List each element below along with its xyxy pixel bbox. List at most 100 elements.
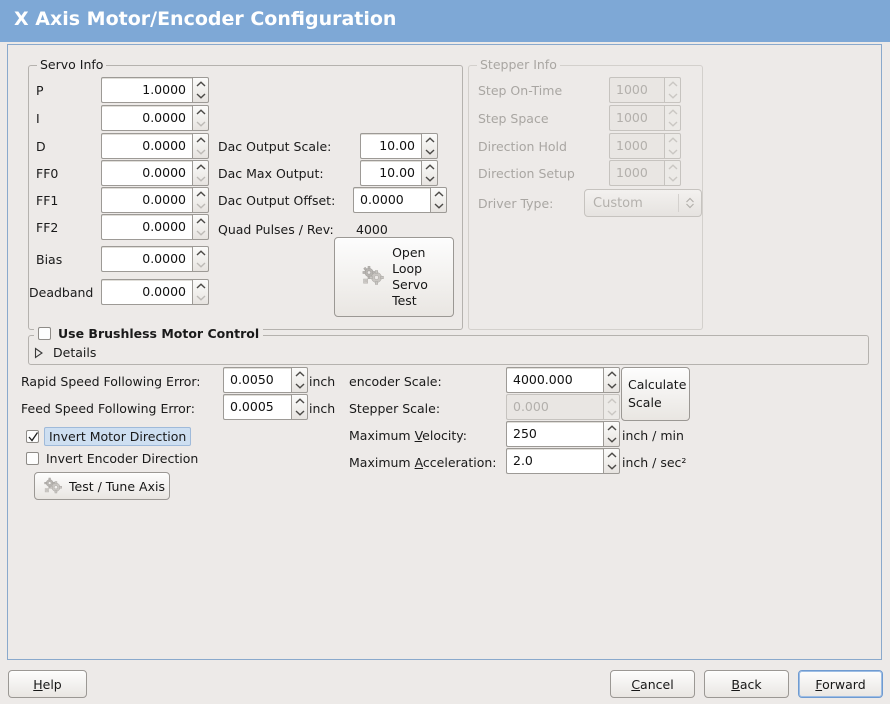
spin-down-icon[interactable] xyxy=(604,461,619,473)
checkbox-box[interactable] xyxy=(26,452,39,465)
servo-input-bias-spinner[interactable] xyxy=(192,246,209,272)
spin-up-icon[interactable] xyxy=(292,368,307,380)
spin-up-icon[interactable] xyxy=(292,395,307,407)
servo-input-bias-value[interactable]: 0.0000 xyxy=(101,246,192,272)
spin-up-icon[interactable] xyxy=(431,188,446,200)
help-button[interactable]: Help xyxy=(8,670,87,698)
encoder-scale-label: encoder Scale: xyxy=(349,374,442,389)
rapid-error-spinner[interactable] xyxy=(291,367,308,393)
stepper-info-frame-label: Stepper Info xyxy=(477,57,560,72)
test-tune-axis-button[interactable]: Test / Tune Axis xyxy=(34,472,170,500)
test-tune-axis-label: Test / Tune Axis xyxy=(69,478,165,494)
spin-down-icon[interactable] xyxy=(292,380,307,392)
spin-up-icon[interactable] xyxy=(193,188,208,200)
servo-input-d-spinner[interactable] xyxy=(192,133,209,159)
maximum-acceleration-spinner[interactable] xyxy=(603,448,620,474)
servo-input-p[interactable]: 1.0000 xyxy=(101,77,209,103)
spin-down-icon[interactable] xyxy=(604,380,619,392)
spin-up-icon[interactable] xyxy=(193,215,208,227)
chevron-right-icon[interactable] xyxy=(33,346,45,359)
maximum-velocity-value[interactable]: 250 xyxy=(506,421,603,447)
dac-max-output-input[interactable]: 10.00 xyxy=(360,160,438,186)
servo-input-ff1-spinner[interactable] xyxy=(192,187,209,213)
details-expander[interactable]: Details xyxy=(33,345,96,360)
servo-input-ff1[interactable]: 0.0000 xyxy=(101,187,209,213)
spin-down-icon[interactable] xyxy=(604,434,619,446)
spin-down-icon[interactable] xyxy=(422,173,437,185)
dac-output-offset-input[interactable]: 0.0000 xyxy=(353,187,447,213)
checkbox-box[interactable] xyxy=(38,327,51,340)
spin-up-icon[interactable] xyxy=(422,161,437,173)
servo-input-ff2-value[interactable]: 0.0000 xyxy=(101,214,192,240)
open-loop-line-3: Servo xyxy=(392,277,428,292)
servo-input-d-value[interactable]: 0.0000 xyxy=(101,133,192,159)
feed-speed-following-error-value[interactable]: 0.0005 xyxy=(223,394,291,420)
dac-max-output-label: Dac Max Output: xyxy=(218,166,324,181)
spin-up-icon[interactable] xyxy=(193,161,208,173)
dac-output-scale-spinner[interactable] xyxy=(421,133,438,159)
servo-input-ff0-spinner[interactable] xyxy=(192,160,209,186)
back-button[interactable]: Back xyxy=(704,670,789,698)
servo-input-p-spinner[interactable] xyxy=(192,77,209,103)
feed-error-spinner[interactable] xyxy=(291,394,308,420)
servo-input-ff0[interactable]: 0.0000 xyxy=(101,160,209,186)
open-loop-servo-test-button[interactable]: Open Loop Servo Test xyxy=(334,237,454,317)
servo-input-ff2[interactable]: 0.0000 xyxy=(101,214,209,240)
spin-down-icon xyxy=(665,118,680,130)
servo-input-p-value[interactable]: 1.0000 xyxy=(101,77,192,103)
calculate-scale-button[interactable]: Calculate Scale xyxy=(621,367,690,421)
maximum-acceleration-value[interactable]: 2.0 xyxy=(506,448,603,474)
cancel-button[interactable]: Cancel xyxy=(610,670,695,698)
encoder-scale-spinner[interactable] xyxy=(603,367,620,393)
spin-up-icon[interactable] xyxy=(422,134,437,146)
spin-up-icon[interactable] xyxy=(193,280,208,292)
maximum-acceleration-input[interactable]: 2.0 xyxy=(506,448,620,474)
use-brushless-motor-control-checkbox[interactable]: Use Brushless Motor Control xyxy=(34,326,264,341)
dac-max-output-value[interactable]: 10.00 xyxy=(360,160,421,186)
content-panel: Servo Info P I D FF0 FF1 FF2 Bias Deadba… xyxy=(7,44,882,660)
servo-input-ff2-spinner[interactable] xyxy=(192,214,209,240)
invert-motor-direction-checkbox[interactable]: Invert Motor Direction xyxy=(26,427,192,446)
dac-output-offset-spinner[interactable] xyxy=(430,187,447,213)
maximum-velocity-spinner[interactable] xyxy=(603,421,620,447)
spin-up-icon[interactable] xyxy=(193,247,208,259)
spin-up-icon[interactable] xyxy=(604,422,619,434)
spin-up-icon[interactable] xyxy=(604,449,619,461)
servo-input-deadband-spinner[interactable] xyxy=(192,279,209,305)
encoder-scale-value[interactable]: 4000.000 xyxy=(506,367,603,393)
checkbox-box[interactable] xyxy=(26,430,39,443)
dac-output-scale-value[interactable]: 10.00 xyxy=(360,133,421,159)
feed-speed-following-error-input[interactable]: 0.0005 xyxy=(223,394,308,420)
back-button-label: Back xyxy=(731,676,762,692)
spin-up-icon[interactable] xyxy=(604,368,619,380)
maximum-velocity-input[interactable]: 250 xyxy=(506,421,620,447)
spin-up-icon[interactable] xyxy=(193,106,208,118)
servo-input-i[interactable]: 0.0000 xyxy=(101,105,209,131)
servo-input-ff1-value[interactable]: 0.0000 xyxy=(101,187,192,213)
direction-hold-spinner xyxy=(664,133,681,159)
driver-type-label: Driver Type: xyxy=(478,196,554,211)
driver-type-select[interactable]: Custom xyxy=(584,189,702,217)
spin-up-icon[interactable] xyxy=(193,134,208,146)
forward-button[interactable]: Forward xyxy=(798,670,883,698)
spin-down-icon[interactable] xyxy=(292,407,307,419)
servo-input-i-value[interactable]: 0.0000 xyxy=(101,105,192,131)
spin-up-icon[interactable] xyxy=(193,78,208,90)
spin-down-icon[interactable] xyxy=(422,146,437,158)
dac-output-offset-value[interactable]: 0.0000 xyxy=(353,187,430,213)
servo-input-d[interactable]: 0.0000 xyxy=(101,133,209,159)
rapid-speed-following-error-input[interactable]: 0.0050 xyxy=(223,367,308,393)
spin-down-icon[interactable] xyxy=(431,200,446,212)
dac-max-output-spinner[interactable] xyxy=(421,160,438,186)
servo-label-deadband: Deadband xyxy=(29,285,94,300)
servo-input-deadband-value[interactable]: 0.0000 xyxy=(101,279,192,305)
spin-down-icon[interactable] xyxy=(193,90,208,102)
rapid-speed-following-error-value[interactable]: 0.0050 xyxy=(223,367,291,393)
servo-input-i-spinner[interactable] xyxy=(192,105,209,131)
servo-input-bias[interactable]: 0.0000 xyxy=(101,246,209,272)
dac-output-scale-input[interactable]: 10.00 xyxy=(360,133,438,159)
servo-input-ff0-value[interactable]: 0.0000 xyxy=(101,160,192,186)
servo-input-deadband[interactable]: 0.0000 xyxy=(101,279,209,305)
invert-encoder-direction-checkbox[interactable]: Invert Encoder Direction xyxy=(26,451,198,466)
encoder-scale-input[interactable]: 4000.000 xyxy=(506,367,620,393)
